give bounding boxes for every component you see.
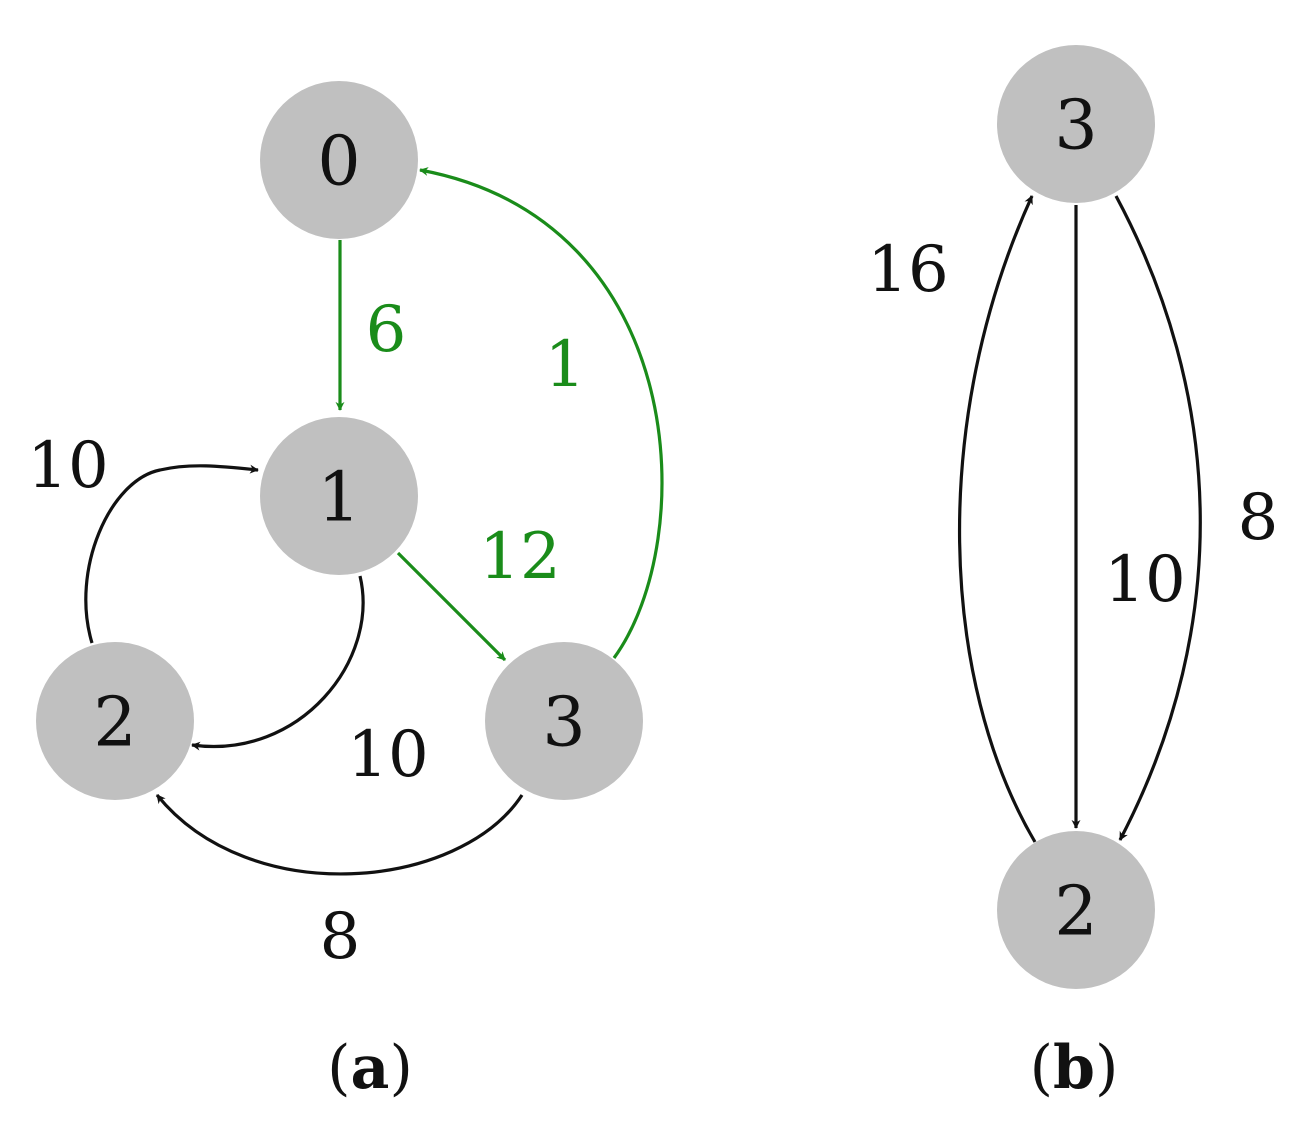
node-label: 1 (317, 459, 360, 538)
edge-weight-b-3-2-straight: 10 (1104, 543, 1185, 617)
edge-weight-a-3-2: 8 (320, 900, 361, 974)
edge-weight-a-1-2: 10 (347, 718, 428, 792)
node-a-0: 0 (260, 81, 418, 239)
edge-b-3-to-2-curved (1114, 195, 1202, 841)
caption-b-letter: b (1053, 1033, 1095, 1103)
edge-weight-b-3-2-curved: 8 (1238, 481, 1279, 555)
node-label: 2 (1054, 873, 1097, 952)
node-a-3: 3 (485, 642, 643, 800)
edge-a-1-to-2 (191, 575, 365, 751)
edge-a-3-to-0 (419, 167, 664, 659)
edge-b-2-to-3 (957, 195, 1037, 843)
edge-a-3-to-2 (155, 793, 524, 876)
node-label: 3 (542, 684, 585, 763)
node-b-3: 3 (997, 45, 1155, 203)
edge-weight-b-2-3: 16 (867, 233, 948, 307)
node-b-2: 2 (997, 831, 1155, 989)
caption-b: (b) (1030, 1033, 1119, 1103)
edge-a-2-to-1 (84, 464, 259, 644)
edge-a-1-to-3 (396, 551, 507, 662)
node-label: 2 (93, 684, 136, 763)
panel-b: 3 2 16 10 8 (b) (867, 45, 1278, 1103)
edge-weight-a-1-3: 12 (479, 520, 560, 594)
node-label: 3 (1054, 87, 1097, 166)
edge-weight-a-0-1: 6 (366, 293, 407, 367)
node-a-2: 2 (36, 642, 194, 800)
caption-a-letter: a (351, 1033, 390, 1103)
caption-a: (a) (327, 1033, 413, 1103)
edge-weight-a-3-0: 1 (545, 328, 586, 402)
edge-weight-a-2-1: 10 (27, 429, 108, 503)
node-a-1: 1 (260, 417, 418, 575)
node-label: 0 (317, 123, 360, 202)
panel-a: 0 1 2 3 6 12 1 10 10 8 (a) (27, 81, 664, 1103)
